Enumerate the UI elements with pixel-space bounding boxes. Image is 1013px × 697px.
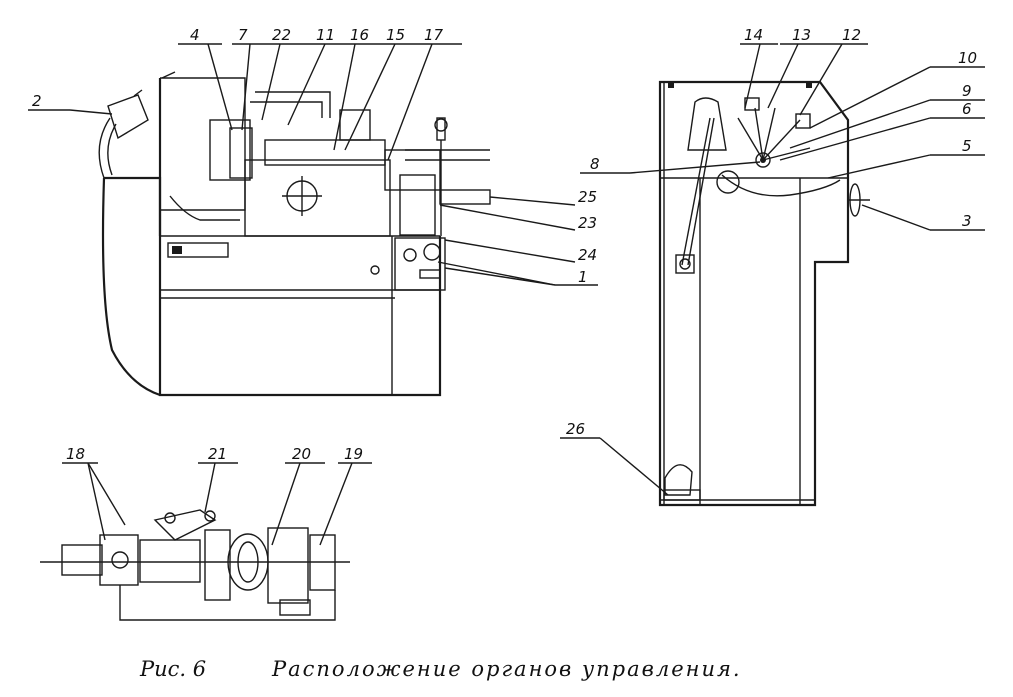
callout-7: 7 — [238, 26, 248, 44]
callout-19: 19 — [344, 445, 363, 463]
callout-9: 9 — [962, 82, 972, 100]
side-view — [658, 80, 870, 507]
callout-18: 18 — [66, 445, 85, 463]
callout-numbers: 2 4 7 22 11 16 15 17 25 23 24 1 14 13 12… — [32, 26, 977, 463]
callout-15: 15 — [386, 26, 405, 44]
callout-3: 3 — [962, 212, 972, 230]
callout-12: 12 — [842, 26, 861, 44]
callout-14: 14 — [744, 26, 763, 44]
callout-25: 25 — [578, 188, 597, 206]
callout-16: 16 — [350, 26, 369, 44]
callout-20: 20 — [292, 445, 311, 463]
callout-11: 11 — [316, 26, 335, 44]
callout-2: 2 — [32, 92, 42, 110]
callout-22: 22 — [272, 26, 291, 44]
callout-5: 5 — [962, 137, 972, 155]
figure-caption-prefix: Рис. 6 — [139, 657, 206, 681]
callout-23: 23 — [578, 214, 597, 232]
callout-1: 1 — [578, 268, 588, 286]
front-view — [98, 71, 491, 397]
figure-caption-text: Расположение органов управления. — [271, 657, 742, 681]
callout-10: 10 — [958, 49, 977, 67]
detail-view — [40, 509, 350, 621]
callout-17: 17 — [424, 26, 444, 44]
callout-13: 13 — [792, 26, 811, 44]
leader-lines — [28, 43, 985, 546]
callout-26: 26 — [566, 420, 585, 438]
callout-4: 4 — [190, 26, 200, 44]
callout-6: 6 — [962, 100, 972, 118]
callout-24: 24 — [578, 246, 597, 264]
callout-8: 8 — [590, 155, 600, 173]
callout-21: 21 — [208, 445, 227, 463]
